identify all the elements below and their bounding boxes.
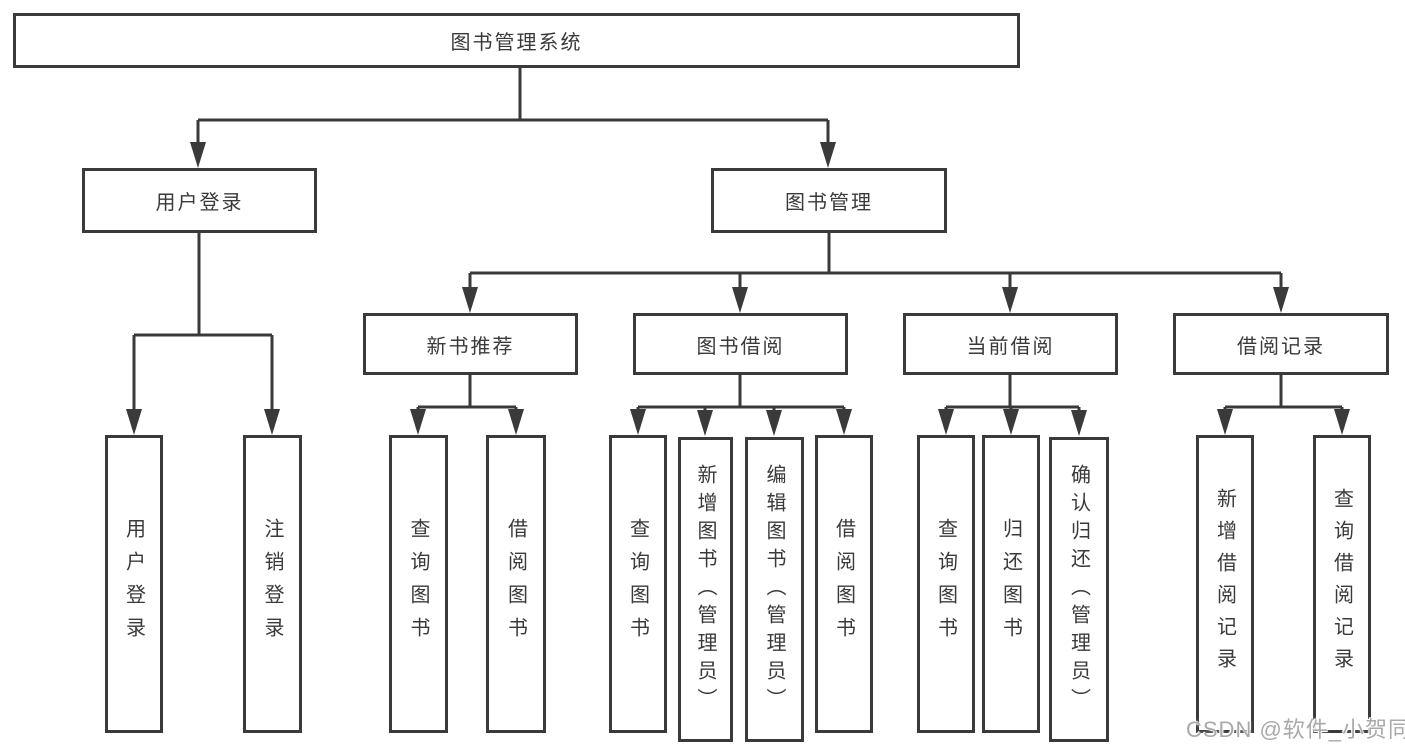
leaf-confirm-return-admin: 确认归还（管理员）: [1049, 437, 1109, 742]
leaf-user-login: 用户登录: [105, 435, 163, 733]
leaf-add-borrow-record: 新增借阅记录: [1196, 435, 1254, 733]
node-label: 当前借阅: [966, 335, 1055, 358]
node-new-book-recommend: 新书推荐: [363, 313, 578, 375]
node-label: 查询借阅记录: [1330, 488, 1353, 680]
node-label: 借阅记录: [1237, 335, 1325, 358]
node-label: 用户登录: [155, 192, 244, 214]
leaf-logout: 注销登录: [243, 435, 302, 733]
leaf-return-books: 归还图书: [982, 435, 1040, 733]
leaf-query-books: 查询图书: [917, 435, 975, 733]
node-label: 注销登录: [261, 518, 283, 650]
node-label: 查询图书: [934, 518, 957, 650]
node-user-login: 用户登录: [82, 168, 317, 233]
node-label: 新书推荐: [426, 335, 515, 358]
node-root-library-system: 图书管理系统: [13, 13, 1020, 68]
node-label: 借阅图书: [832, 518, 855, 650]
node-label: 图书借阅: [696, 335, 785, 358]
node-label: 归还图书: [999, 518, 1022, 650]
node-label: 用户登录: [122, 518, 145, 650]
node-label: 查询图书: [407, 518, 429, 650]
leaf-borrow-books: 借阅图书: [486, 435, 546, 733]
csdn-watermark: CSDN @软件_小贺同学: [1186, 717, 1405, 742]
node-label: 新增借阅记录: [1213, 488, 1236, 680]
leaf-borrow-books: 借阅图书: [815, 435, 873, 733]
node-label: 新增图书（管理员）: [694, 463, 716, 716]
node-label: 图书管理: [785, 192, 873, 214]
node-borrowing-records: 借阅记录: [1173, 313, 1389, 375]
node-label: 编辑图书（管理员）: [763, 463, 785, 716]
node-label: 图书管理系统: [450, 32, 583, 54]
leaf-query-books: 查询图书: [609, 435, 667, 733]
node-current-borrowing: 当前借阅: [903, 313, 1118, 375]
leaf-edit-books-admin: 编辑图书（管理员）: [745, 437, 804, 742]
leaf-add-books-admin: 新增图书（管理员）: [678, 437, 733, 742]
node-label: 借阅图书: [504, 518, 527, 650]
leaf-query-borrow-record: 查询借阅记录: [1313, 435, 1371, 733]
node-label: 确认归还（管理员）: [1067, 463, 1090, 716]
node-label: 查询图书: [626, 518, 649, 650]
node-book-borrowing: 图书借阅: [633, 313, 848, 375]
node-book-management: 图书管理: [711, 168, 947, 233]
leaf-query-books: 查询图书: [389, 435, 448, 733]
